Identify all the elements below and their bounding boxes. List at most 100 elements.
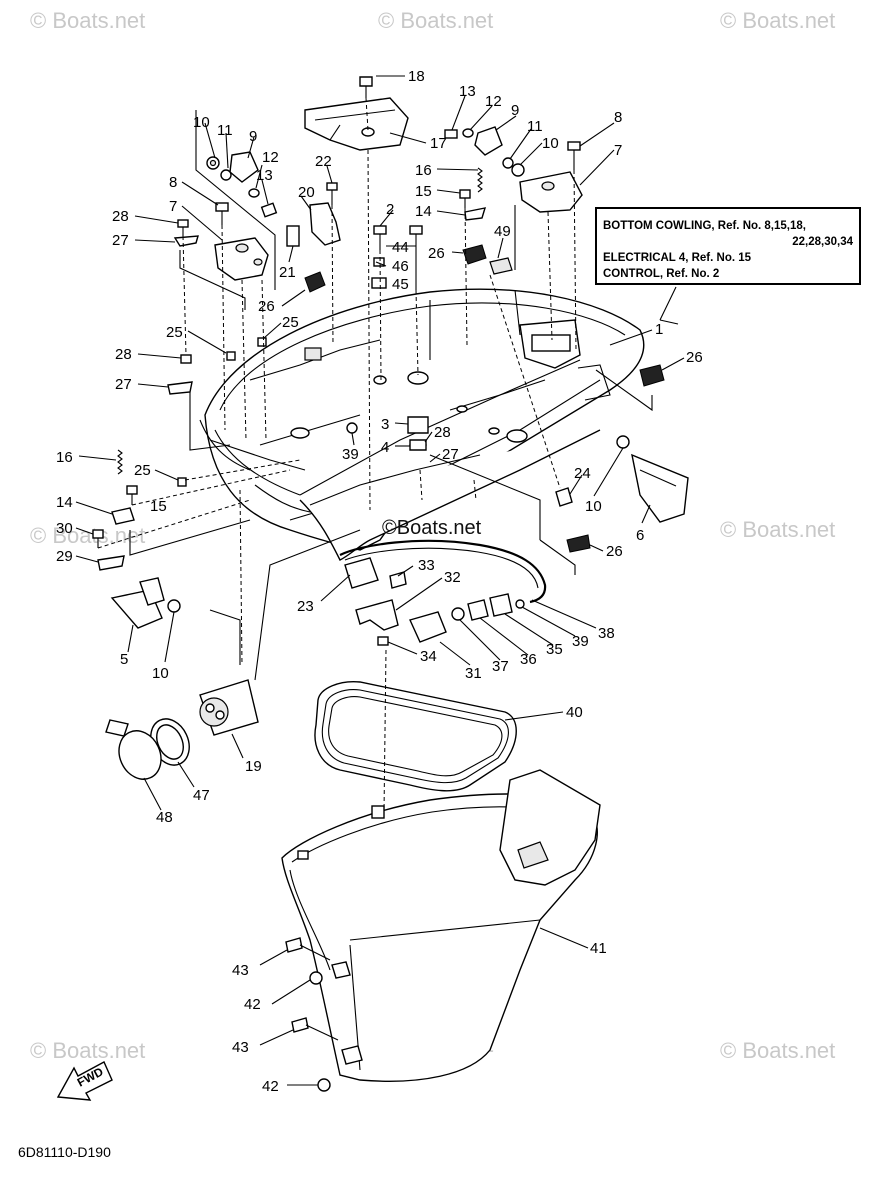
- left-latch-assembly: [173, 151, 341, 293]
- callout-30: 30: [56, 520, 73, 537]
- right-side-parts: [555, 364, 689, 553]
- callout-7: 7: [169, 198, 177, 215]
- callout-27: 27: [442, 446, 459, 463]
- callout-11: 11: [527, 118, 543, 135]
- callout-24: 24: [574, 465, 591, 482]
- callout-44: 44: [392, 239, 409, 256]
- callout-22: 22: [315, 153, 332, 170]
- watermarks: © Boats.net © Boats.net © Boats.net © Bo…: [30, 8, 835, 1063]
- part-17-cover: [304, 97, 409, 151]
- callout-32: 32: [444, 569, 461, 586]
- callout-23: 23: [297, 598, 314, 615]
- callout-19: 19: [245, 758, 262, 775]
- callout-26: 26: [428, 245, 445, 262]
- callout-13: 13: [459, 83, 476, 100]
- watermark: © Boats.net: [30, 1038, 145, 1063]
- apron-fasteners: [285, 937, 363, 1092]
- diagram-code: 6D81110-D190: [18, 1144, 111, 1160]
- callout-26: 26: [606, 543, 623, 560]
- callout-26: 26: [686, 349, 703, 366]
- callout-10: 10: [193, 114, 210, 131]
- watermark: © Boats.net: [720, 1038, 835, 1063]
- callout-2: 2: [386, 201, 394, 218]
- callout-10: 10: [585, 498, 602, 515]
- leader-lines: [75, 75, 685, 1086]
- callout-41: 41: [590, 940, 607, 957]
- callout-43: 43: [232, 1039, 249, 1056]
- callout-39: 39: [342, 446, 359, 463]
- callout-34: 34: [420, 648, 437, 665]
- callout-12: 12: [262, 149, 279, 166]
- callout-39: 39: [572, 633, 589, 650]
- callout-47: 47: [193, 787, 210, 804]
- callout-9: 9: [511, 102, 519, 119]
- fwd-arrow: FWD: [56, 1061, 113, 1101]
- callout-16: 16: [56, 449, 73, 466]
- callout-25: 25: [134, 462, 151, 479]
- callout-25: 25: [282, 314, 299, 331]
- callout-29: 29: [56, 548, 73, 565]
- callout-7: 7: [614, 142, 622, 159]
- group-frames: [129, 110, 653, 681]
- callout-28: 28: [115, 346, 132, 363]
- watermark: © Boats.net: [378, 8, 493, 33]
- connector-group: [105, 679, 259, 780]
- callout-10: 10: [152, 665, 169, 682]
- right-latch-assembly: [444, 126, 583, 275]
- callout-42: 42: [244, 996, 261, 1013]
- callout-26: 26: [258, 298, 275, 315]
- callout-45: 45: [392, 276, 409, 293]
- callout-31: 31: [465, 665, 482, 682]
- callout-14: 14: [415, 203, 432, 220]
- callout-10: 10: [542, 135, 559, 152]
- callout-6: 6: [636, 527, 644, 544]
- callout-8: 8: [614, 109, 622, 126]
- callout-17: 17: [430, 135, 447, 152]
- part-40-seal: [314, 681, 517, 792]
- callout-28: 28: [434, 424, 451, 441]
- callout-15: 15: [150, 498, 167, 515]
- callout-18: 18: [408, 68, 425, 85]
- callout-43: 43: [232, 962, 249, 979]
- reference-note: BOTTOM COWLING, Ref. No. 8,15,18, 22,28,…: [595, 207, 861, 285]
- center-fasteners: [371, 225, 429, 451]
- part-41-apron: [281, 769, 601, 1082]
- note-line-4: CONTROL, Ref. No. 2: [603, 268, 719, 280]
- hose-group: [339, 422, 547, 646]
- callout-25: 25: [166, 324, 183, 341]
- callout-49: 49: [494, 223, 511, 240]
- note-line-1: BOTTOM COWLING, Ref. No. 8,15,18,: [603, 220, 806, 232]
- note-line-2: 22,28,30,34: [792, 236, 853, 248]
- alignment-lines: [97, 97, 577, 813]
- callout-4: 4: [381, 439, 389, 456]
- callout-42: 42: [262, 1078, 279, 1095]
- watermark: © Boats.net: [720, 8, 835, 33]
- callout-9: 9: [249, 128, 257, 145]
- callout-1: 1: [655, 321, 663, 338]
- watermark: © Boats.net: [720, 517, 835, 542]
- callout-14: 14: [56, 494, 73, 511]
- callout-40: 40: [566, 704, 583, 721]
- part-18-bolt: [359, 76, 373, 98]
- callout-8: 8: [169, 174, 177, 191]
- watermark: © Boats.net: [30, 523, 145, 548]
- callout-46: 46: [392, 258, 409, 275]
- left-side-parts: [92, 337, 267, 629]
- callout-37: 37: [492, 658, 509, 675]
- callout-36: 36: [520, 651, 537, 668]
- callout-48: 48: [156, 809, 173, 826]
- callout-35: 35: [546, 641, 563, 658]
- note-line-3: ELECTRICAL 4, Ref. No. 15: [603, 252, 752, 264]
- callout-15: 15: [415, 183, 432, 200]
- callout-28: 28: [112, 208, 129, 225]
- callout-labels: 18 17 10 11 9 12 13 8 7 28 27 22 20 21 2…: [56, 68, 703, 1095]
- callout-13: 13: [256, 167, 273, 184]
- callout-33: 33: [418, 557, 435, 574]
- callout-3: 3: [381, 416, 389, 433]
- callout-5: 5: [120, 651, 128, 668]
- center-watermark: ©Boats.net: [382, 517, 482, 539]
- callout-11: 11: [217, 122, 233, 139]
- callout-21: 21: [279, 264, 296, 281]
- callout-27: 27: [115, 376, 132, 393]
